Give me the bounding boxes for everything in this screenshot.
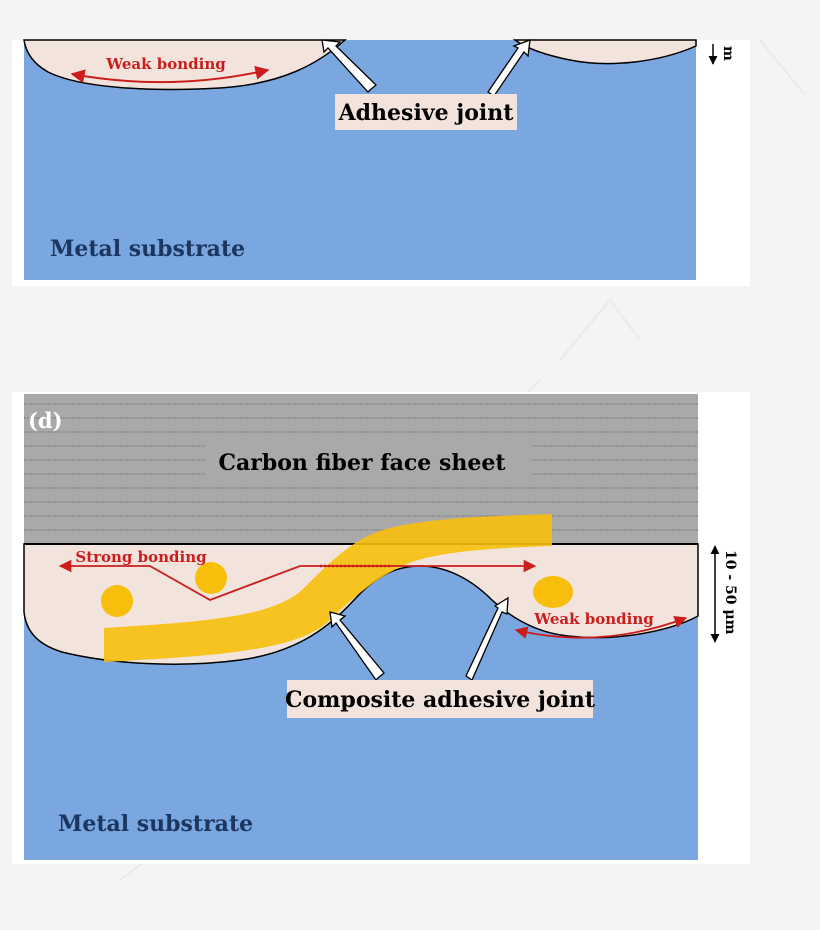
- bottom-hollow-arrow-left: [329, 611, 385, 682]
- composite-joint-label: Composite adhesive joint: [285, 687, 596, 713]
- top-weak-bonding-label: Weak bonding: [105, 55, 226, 73]
- top-metal-label: Metal substrate: [50, 236, 245, 262]
- bottom-metal-label: Metal substrate: [58, 811, 253, 837]
- carbon-fiber-label: Carbon fiber face sheet: [219, 450, 507, 476]
- composite-joint-label-box: [287, 680, 593, 718]
- thickness-label: 10 - 50 μm: [722, 550, 738, 635]
- panel-bottom: (d) Carbon fiber face sheet Strong bondi…: [12, 392, 750, 864]
- embedded-fiber-strip: [104, 514, 552, 662]
- particle-1: [101, 585, 133, 617]
- bottom-hollow-arrow-right: [465, 596, 509, 681]
- carbon-fiber-sheet: [24, 394, 698, 544]
- particle-3: [533, 576, 573, 608]
- top-weak-bonding-arrow: [70, 65, 270, 84]
- particle-2: [195, 562, 227, 594]
- carbon-fiber-lines: [24, 403, 698, 531]
- top-joint-label-box: [335, 94, 517, 130]
- bottom-weak-bonding-label: Weak bonding: [533, 610, 654, 628]
- top-hollow-arrow-right: [487, 39, 531, 97]
- strong-bonding-label: Strong bonding: [75, 548, 207, 566]
- top-adhesive-right: [512, 39, 697, 65]
- bottom-weak-bonding-arrow: [514, 616, 688, 639]
- top-thickness-fragment: m: [720, 46, 736, 61]
- strong-bonding-arrow: [58, 559, 537, 601]
- panel-top: Weak bonding Adhesive joint Metal substr…: [12, 39, 750, 286]
- panel-label-d: (d): [28, 408, 63, 433]
- top-joint-label: Adhesive joint: [338, 100, 515, 126]
- top-hollow-arrow-left: [321, 39, 377, 93]
